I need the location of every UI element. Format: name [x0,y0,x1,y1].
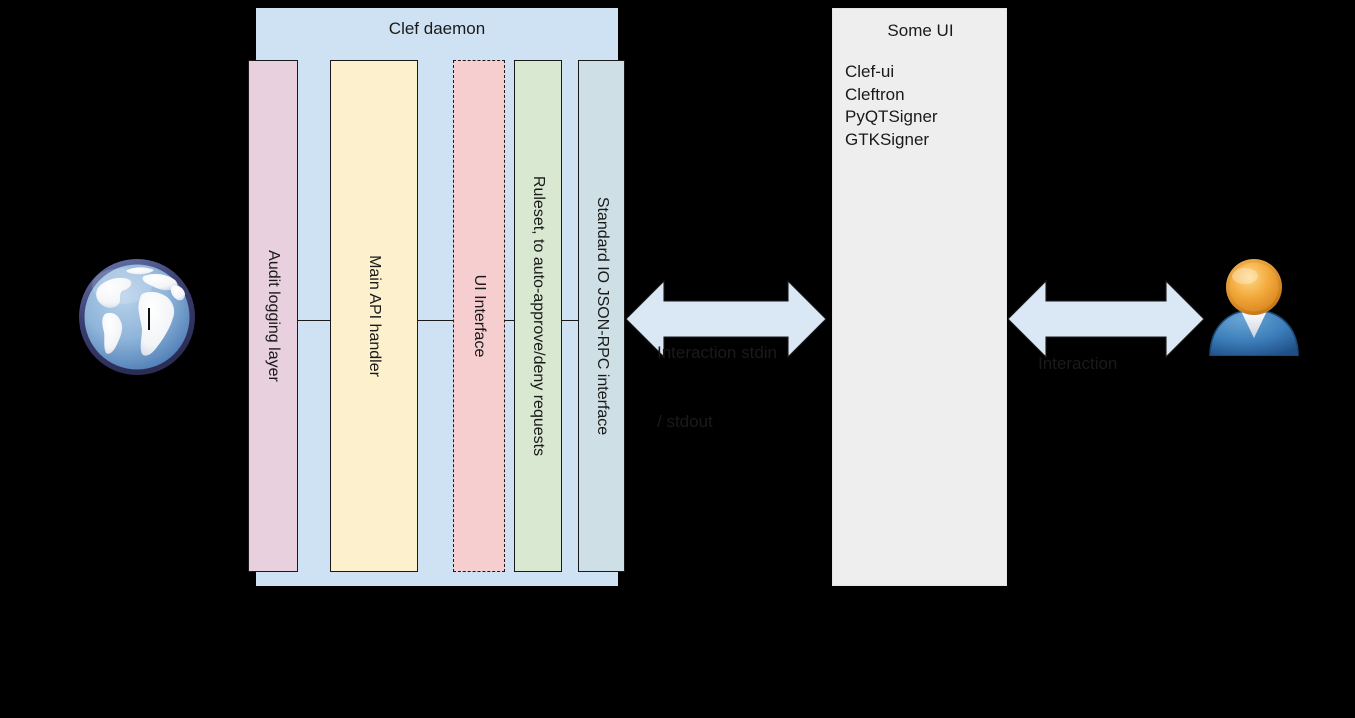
column-label-ruleset: Ruleset, to auto-approve/deny requests [530,175,547,457]
interaction-arrow [1008,277,1204,361]
column-label-ui-interface: UI Interface [471,274,488,358]
list-item: GTKSigner [845,129,930,149]
list-item: PyQTSigner [845,107,938,126]
column-audit-logging-layer: Audit logging layer [248,60,298,572]
interaction-arrow-label-line1: Interaction [1038,354,1118,373]
column-ruleset: Ruleset, to auto-approve/deny requests [514,60,562,572]
some-ui-list: Clef-ui Cleftron PyQTSigner GTKSigner [845,61,938,151]
globe-icon [72,252,202,382]
list-item: Clef-ui [845,62,895,81]
connector-line-ruleset-jsonrpc [561,320,579,321]
column-main-api-handler: Main API handler [330,60,418,572]
connector-line-audit-api [297,320,330,321]
connector-line-ui-ruleset [504,320,515,321]
column-standard-io-json-rpc-interface: Standard IO JSON-RPC interface [578,60,625,572]
user-icon [1202,252,1306,356]
some-ui-panel: Some UI Clef-ui Cleftron PyQTSigner GTKS… [832,8,1007,586]
list-item: Cleftron [845,84,905,104]
clef-daemon-container [256,8,618,586]
column-ui-interface: UI Interface [453,60,505,572]
column-label-main-api-handler: Main API handler [366,255,383,377]
column-label-standard-io-json-rpc-interface: Standard IO JSON-RPC interface [593,196,611,436]
some-ui-title: Some UI [887,21,954,40]
column-label-audit-logging-layer: Audit logging layer [265,250,282,382]
stdio-arrow [626,277,826,361]
interaction-arrow-label: Interaction [1038,306,1117,421]
stdio-arrow-label: Interaction stdin / stdout [657,295,777,479]
stdio-arrow-label-line2: / stdout [657,412,713,431]
connector-line-api-ui [418,320,454,321]
stdio-arrow-label-line1: Interaction stdin [657,343,778,362]
clef-daemon-title: Clef daemon [388,19,486,38]
